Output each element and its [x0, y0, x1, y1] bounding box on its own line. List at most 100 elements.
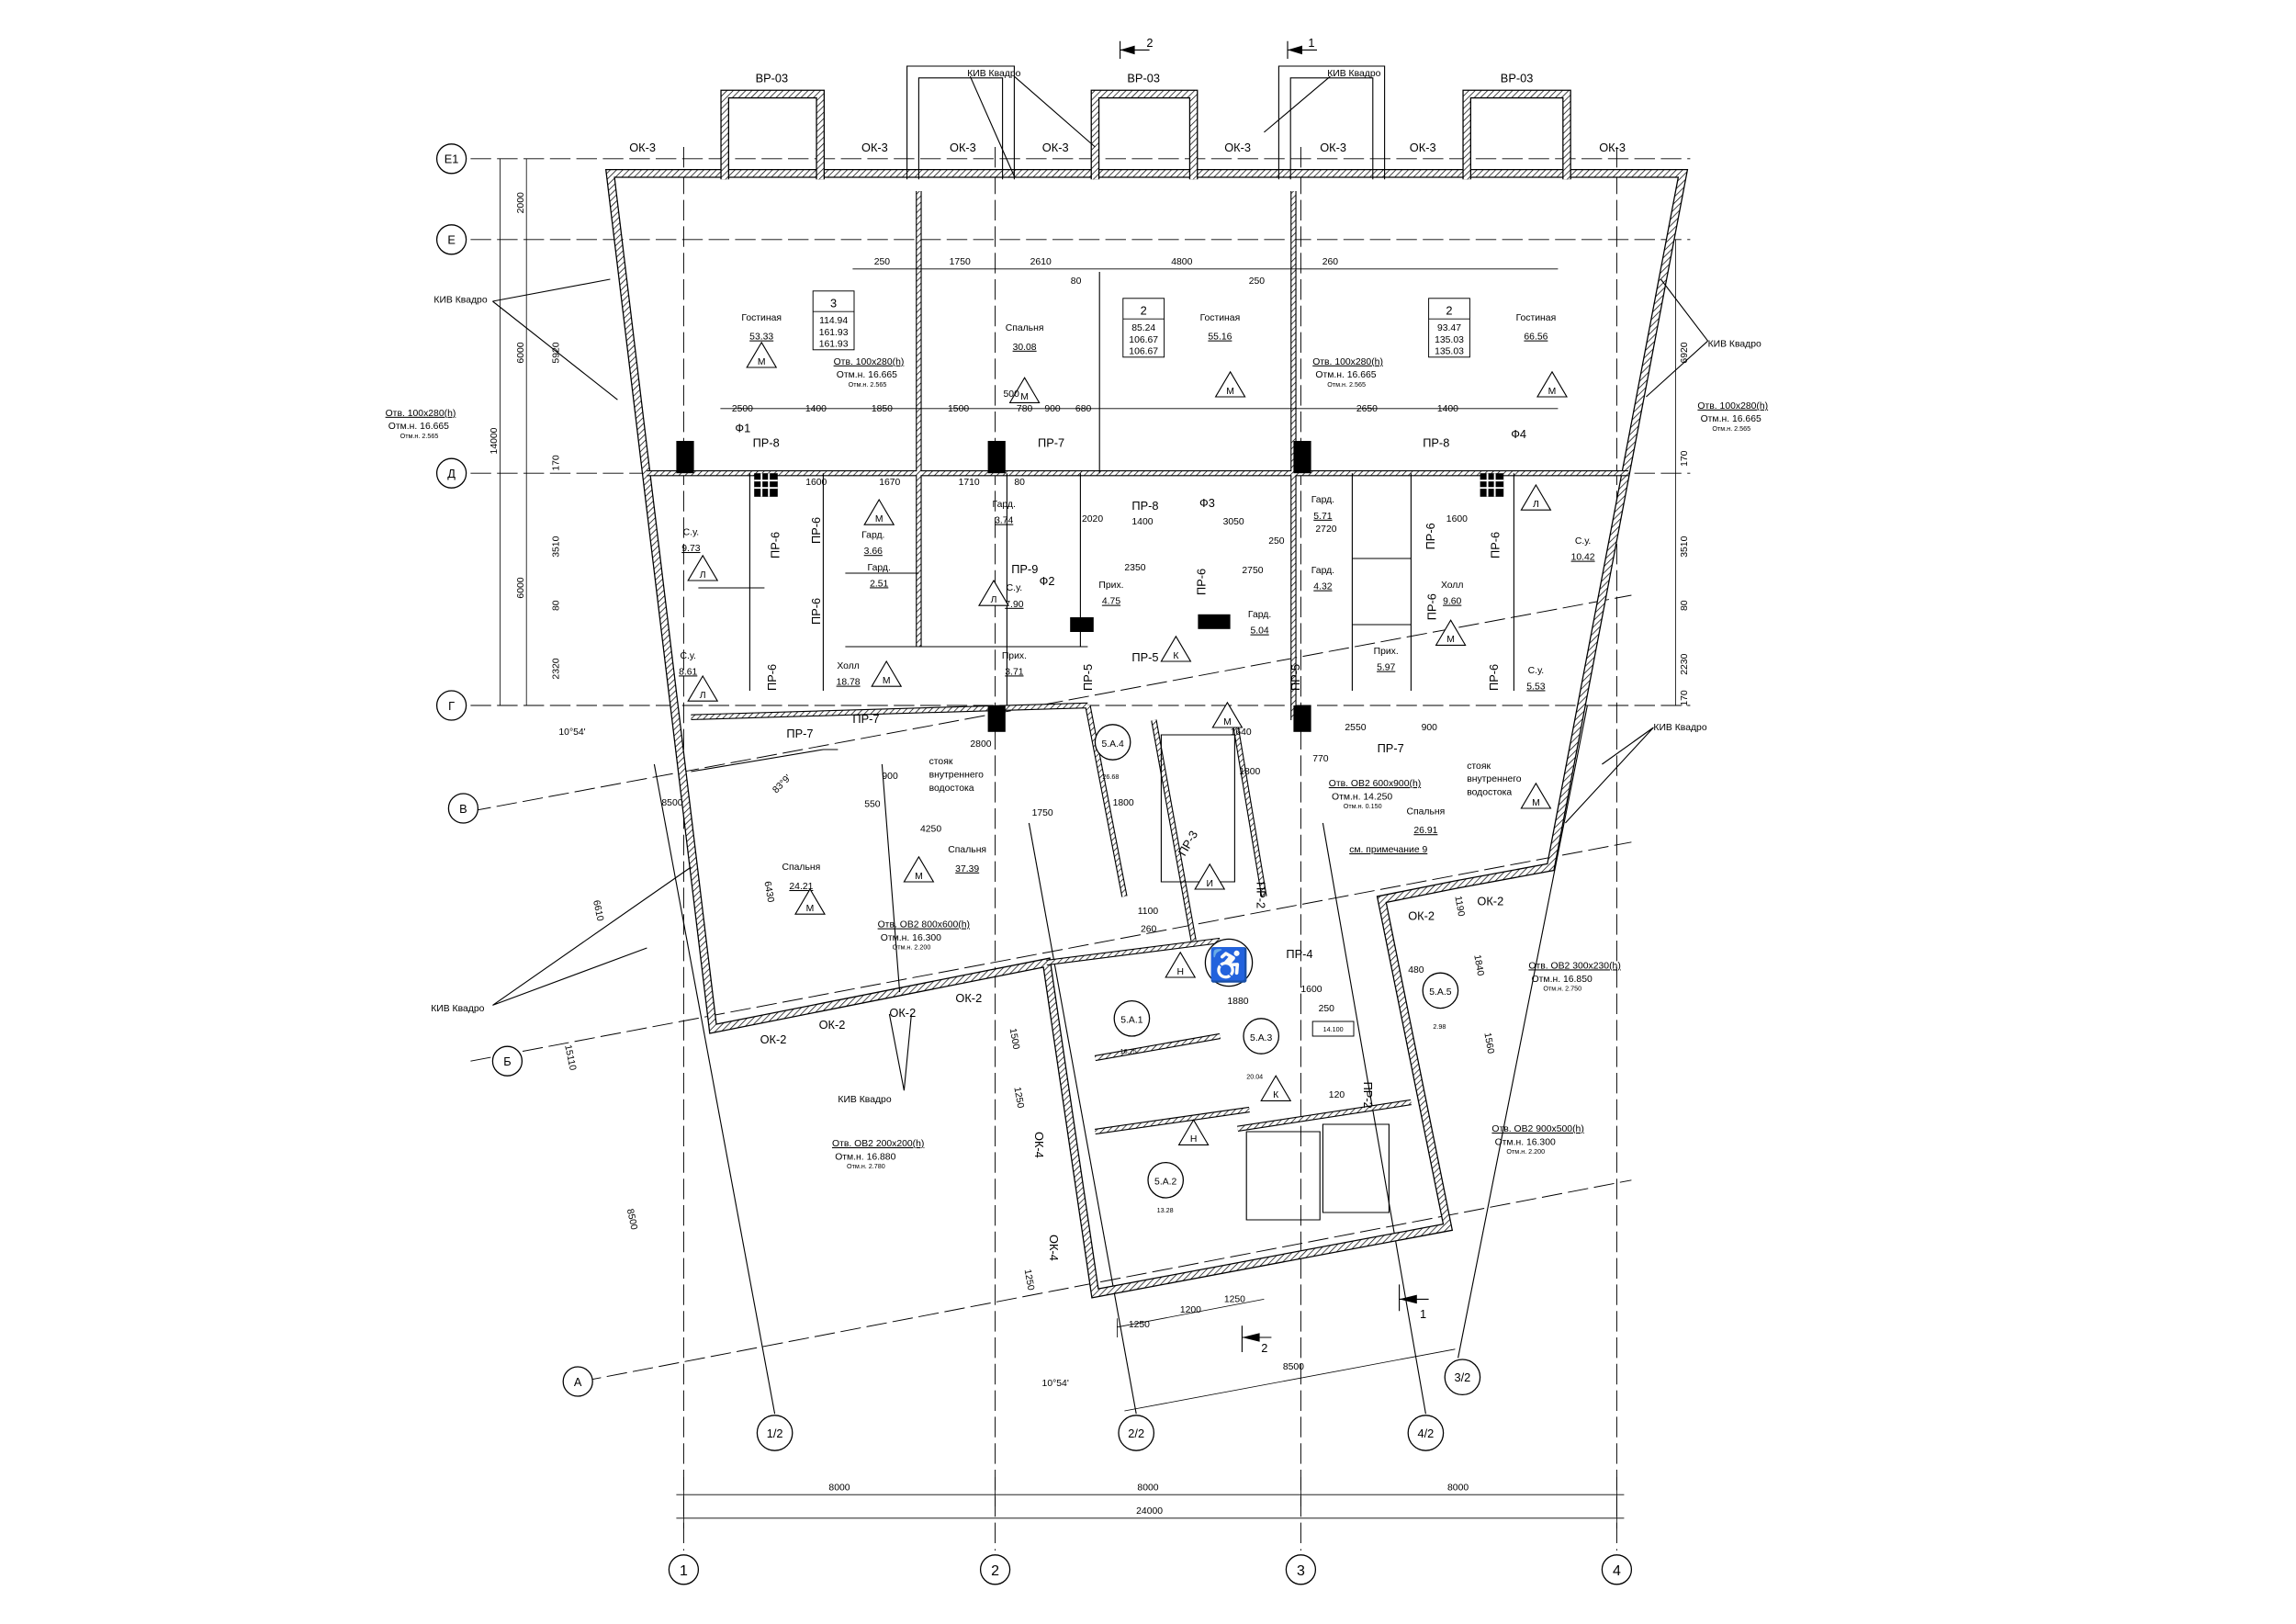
plan-text: 1200 — [1180, 1305, 1201, 1315]
plan-text: М — [915, 872, 923, 882]
plan-text: Гостиная — [741, 313, 782, 323]
plan-text: 1800 — [1113, 798, 1134, 808]
marker-k-icon: К — [1260, 1075, 1291, 1101]
plan-text: 3 — [830, 296, 837, 310]
plan-text: 13.28 — [1157, 1206, 1174, 1214]
room-label: С.у.8.61 — [679, 651, 697, 678]
marker-m-icon: М — [794, 888, 826, 915]
window-label: ОК-3 — [1224, 141, 1251, 154]
plan-text: 1710 — [959, 478, 980, 488]
plan-text: 2610 — [1030, 257, 1052, 267]
plan-text: Гостиная — [1516, 313, 1557, 323]
plan-text: Холл — [1441, 581, 1464, 591]
plan-text: 16.75 — [1120, 1047, 1137, 1055]
plan-text: 770 — [1312, 754, 1329, 764]
plan-text: 7.90 — [1005, 600, 1023, 610]
column-icon — [987, 705, 1006, 732]
door-label: ПР-6 — [768, 532, 782, 558]
plan-text: Прих. — [1374, 647, 1399, 657]
plan-text: 80 — [1071, 276, 1082, 287]
plan-text: 1850 — [872, 404, 893, 414]
plan-text: 2020 — [1082, 514, 1103, 524]
plan-text: Гостиная — [1200, 313, 1241, 323]
kiv-leaders — [492, 75, 1709, 1091]
plan-text: К — [1173, 651, 1178, 661]
dim-text: 8000 — [828, 1483, 850, 1493]
plan-text: 170 — [1680, 450, 1690, 467]
marker-l-icon: Л — [687, 555, 718, 581]
plan-text: 680 — [1075, 404, 1092, 414]
room-label: С.у.10.42 — [1571, 536, 1595, 563]
plan-text: 106.67 — [1129, 347, 1158, 357]
door-label: ПР-8 — [1131, 499, 1158, 513]
marker-n-icon: Н — [1165, 952, 1196, 978]
room-label: Гард.5.71 — [1311, 495, 1334, 522]
plan-text: 2750 — [1242, 566, 1263, 576]
plan-text: Л — [1533, 500, 1539, 510]
kiv-label: КИВ Квадро — [431, 1004, 484, 1014]
plan-text: Спальня — [1407, 806, 1446, 817]
plan-text: Гард. — [868, 563, 891, 573]
plan-text: 1250 — [1129, 1320, 1150, 1330]
axis-label: 1 — [680, 1563, 688, 1579]
shaft-label: Ф2 — [1040, 574, 1055, 588]
space-tag: 5.А.320.04 — [1243, 1018, 1280, 1080]
plan-text: 8.61 — [679, 667, 697, 677]
plan-text: Л — [700, 570, 706, 581]
plan-text: Отв. ОВ2 600х900(h) — [1329, 779, 1421, 789]
shaft-label: Ф3 — [1199, 496, 1215, 510]
window-label: ОК-4 — [1032, 1132, 1046, 1158]
room-label: Гард.2.51 — [868, 563, 891, 590]
accessibility-icon: ♿ — [1204, 938, 1254, 987]
plan-text: 1400 — [1437, 404, 1458, 414]
room-label: Прих.5.97 — [1374, 647, 1399, 673]
room-label: С.у.5.53 — [1526, 666, 1545, 693]
plan-text: 4.75 — [1102, 597, 1120, 607]
annotations: КИВ Квадро КИВ Квадро КИВ Квадро КИВ Ква… — [386, 69, 1769, 1170]
marker-l-icon: Л — [687, 675, 718, 702]
kiv-label: КИВ Квадро — [433, 296, 487, 306]
plan-text: Холл — [837, 661, 860, 671]
plan-text: 2350 — [1124, 563, 1145, 573]
window-label: ОК-3 — [629, 141, 656, 154]
plan-text: 2 — [1446, 303, 1452, 317]
plan-text: водостока — [929, 784, 974, 794]
column-icon — [1293, 441, 1311, 474]
door-label: ПР-2 — [1254, 882, 1267, 908]
column-axis-bubbles: 1 2 3 4 — [668, 1554, 1633, 1585]
plan-text: Отм.н. 16.300 — [881, 933, 941, 943]
axis-label: 4 — [1613, 1563, 1621, 1579]
plan-text: 1100 — [1138, 907, 1159, 917]
plan-text: 30.08 — [1013, 343, 1037, 353]
plan-text: Л — [991, 595, 997, 605]
plan-text: 1600 — [805, 478, 827, 488]
plan-text: 5.А.1 — [1120, 1016, 1142, 1026]
plan-text: 480 — [1408, 965, 1424, 976]
door-label: ПР-6 — [1425, 593, 1439, 620]
plan-text: 260 — [1322, 257, 1339, 267]
kiv-label: КИВ Квадро — [1327, 69, 1380, 79]
marker-m-icon: М — [1435, 619, 1467, 646]
room-label: Гард.3.74 — [993, 500, 1016, 526]
plan-text: 8500 — [625, 1208, 639, 1231]
plan-text: 10°54' — [1042, 1379, 1069, 1389]
door-label: ПР-6 — [809, 598, 823, 625]
shaft-label: Ф1 — [735, 421, 750, 434]
plan-text: 1640 — [1231, 727, 1252, 738]
plan-text: ♿ — [1209, 946, 1249, 983]
ventilation-grille-icon — [754, 473, 778, 497]
door-label: ПР-6 — [1424, 523, 1437, 549]
axis-label: Г — [448, 699, 455, 713]
apartment-tag: 2 85.24 106.67 106.67 — [1122, 298, 1165, 358]
space-tag: 5.А.52.98 — [1422, 972, 1459, 1031]
level-mark: 14.100 — [1311, 1021, 1355, 1037]
plan-text: 15110 — [562, 1044, 578, 1072]
marker-m-icon: М — [903, 856, 934, 883]
marker-l-icon: Л — [978, 580, 1009, 606]
door-label: ПР-6 — [1488, 532, 1502, 558]
